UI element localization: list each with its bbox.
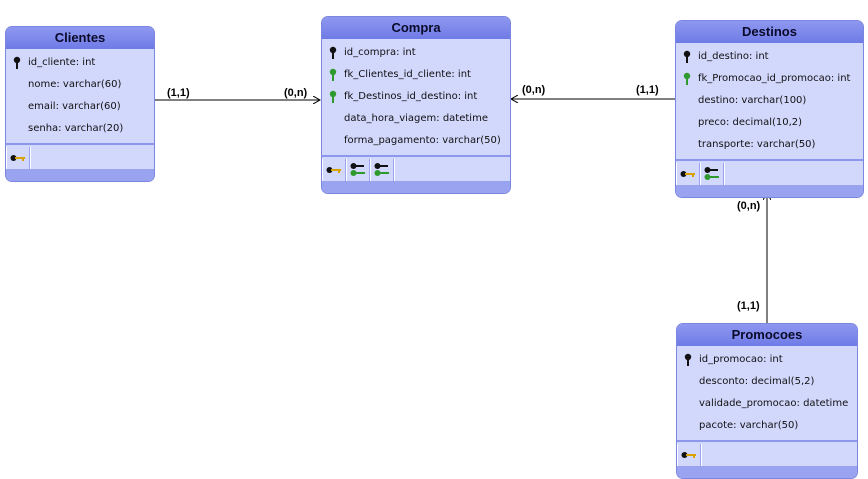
primary-key-icon — [684, 353, 692, 366]
field-row: id_promocao: int — [677, 349, 857, 371]
foreign-key-icon — [329, 90, 337, 103]
index-bar — [676, 161, 863, 185]
field-row: preco: decimal(10,2) — [676, 112, 863, 134]
key-icon — [680, 171, 695, 177]
foreign-key-icon — [329, 68, 337, 81]
index-cell — [394, 159, 510, 181]
index-cell — [724, 163, 863, 185]
foreign-key-pair-icon — [350, 163, 365, 176]
field-row: fk_Promocao_id_promocao: int — [676, 68, 863, 90]
entity-title: Compra — [322, 17, 510, 39]
field-label: email: varchar(60) — [28, 101, 121, 112]
foreign-key-pair-icon — [374, 163, 389, 176]
field-label: desconto: decimal(5,2) — [699, 376, 815, 387]
index-bar — [322, 157, 510, 181]
field-row: nome: varchar(60) — [6, 74, 154, 96]
index-cell — [6, 147, 30, 169]
field-row: transporte: varchar(50) — [676, 134, 863, 156]
field-row: validade_promocao: datetime — [677, 393, 857, 415]
field-row: email: varchar(60) — [6, 96, 154, 118]
foreign-key-icon — [683, 72, 691, 85]
entity-clientes[interactable]: Clientes id_cliente: int nome: varchar(6… — [5, 26, 155, 182]
entity-title: Destinos — [676, 21, 863, 43]
field-row: data_hora_viagem: datetime — [322, 108, 510, 130]
key-icon — [326, 167, 341, 173]
field-label: transporte: varchar(50) — [698, 139, 816, 150]
field-row: id_destino: int — [676, 46, 863, 68]
index-cell — [700, 163, 724, 185]
field-label: fk_Promocao_id_promocao: int — [698, 73, 851, 84]
primary-key-icon — [329, 46, 337, 59]
field-label: preco: decimal(10,2) — [698, 117, 803, 128]
index-cell — [676, 163, 700, 185]
field-row: pacote: varchar(50) — [677, 415, 857, 437]
cardinality-label: (0,n) — [522, 84, 546, 96]
field-label: validade_promocao: datetime — [699, 398, 849, 409]
index-bar — [677, 442, 857, 466]
field-label: data_hora_viagem: datetime — [344, 113, 488, 124]
index-cell — [370, 159, 394, 181]
field-label: destino: varchar(100) — [698, 95, 807, 106]
field-label: senha: varchar(20) — [28, 123, 124, 134]
index-cell — [701, 444, 857, 466]
field-row: forma_pagamento: varchar(50) — [322, 130, 510, 152]
key-icon — [10, 155, 25, 161]
field-row: fk_Destinos_id_destino: int — [322, 86, 510, 108]
index-cell — [346, 159, 370, 181]
field-label: id_cliente: int — [28, 57, 96, 68]
entity-compra[interactable]: Compra id_compra: int fk_Clientes_id_cli… — [321, 16, 511, 194]
entity-promocoes[interactable]: Promocoes id_promocao: int desconto: dec… — [676, 323, 858, 479]
index-bar — [6, 145, 154, 169]
cardinality-label: (1,1) — [167, 87, 190, 99]
field-label: id_promocao: int — [699, 354, 783, 365]
field-row: senha: varchar(20) — [6, 118, 154, 140]
index-cell — [30, 147, 154, 169]
field-label: id_compra: int — [344, 47, 416, 58]
index-cell — [322, 159, 346, 181]
foreign-key-pair-icon — [704, 167, 719, 180]
field-label: id_destino: int — [698, 51, 769, 62]
field-row: id_compra: int — [322, 42, 510, 64]
entity-title: Clientes — [6, 27, 154, 49]
key-icon — [681, 452, 696, 458]
primary-key-icon — [13, 56, 21, 69]
field-row: id_cliente: int — [6, 52, 154, 74]
primary-key-icon — [683, 50, 691, 63]
cardinality-label: (1,1) — [737, 300, 760, 312]
cardinality-label: (0,n) — [737, 200, 761, 212]
cardinality-label: (0,n) — [284, 87, 308, 99]
field-label: pacote: varchar(50) — [699, 420, 799, 431]
field-label: nome: varchar(60) — [28, 79, 122, 90]
cardinality-label: (1,1) — [636, 84, 659, 96]
entity-title: Promocoes — [677, 324, 857, 346]
field-row: fk_Clientes_id_cliente: int — [322, 64, 510, 86]
field-label: fk_Clientes_id_cliente: int — [344, 69, 471, 80]
index-cell — [677, 444, 701, 466]
field-row: destino: varchar(100) — [676, 90, 863, 112]
field-label: fk_Destinos_id_destino: int — [344, 91, 478, 102]
entity-destinos[interactable]: Destinos id_destino: int fk_Promocao_id_… — [675, 20, 864, 198]
field-row: desconto: decimal(5,2) — [677, 371, 857, 393]
field-label: forma_pagamento: varchar(50) — [344, 135, 501, 146]
